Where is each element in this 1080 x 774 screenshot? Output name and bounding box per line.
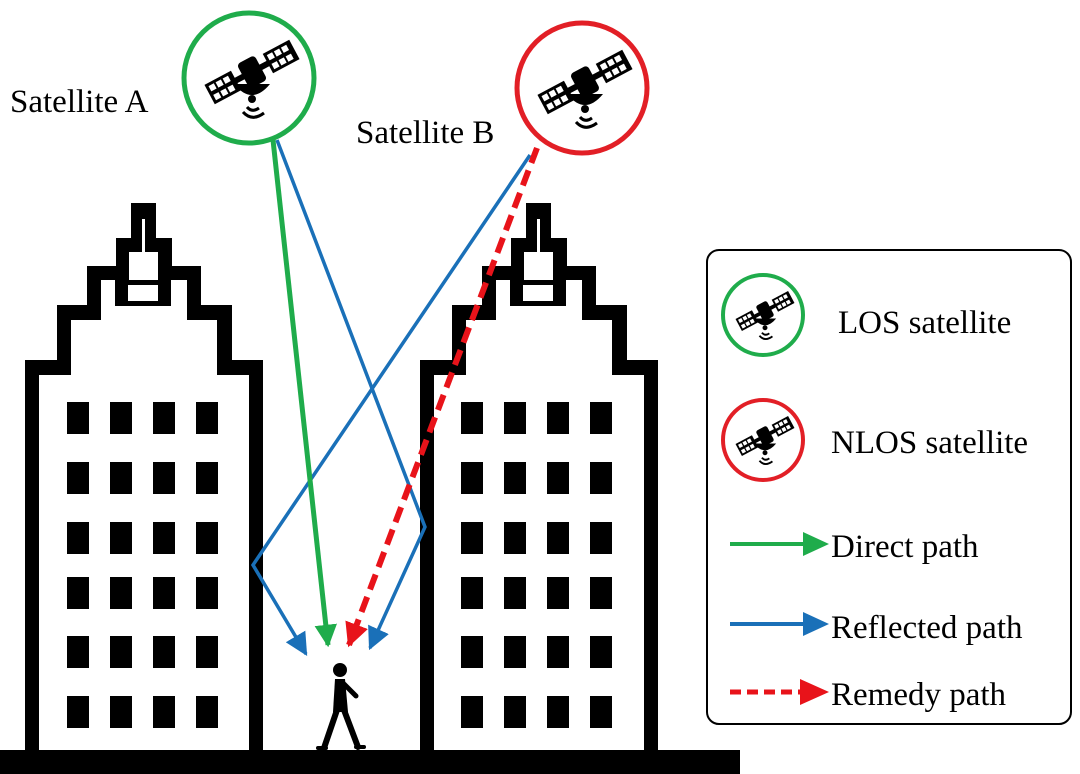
remedy-path-b <box>345 146 540 648</box>
satellite-b <box>514 20 650 156</box>
legend-reflected-label: Reflected path <box>831 610 1023 646</box>
legend-los-label: LOS satellite <box>838 305 1011 341</box>
legend-direct: Direct path <box>730 529 979 565</box>
legend-direct-label: Direct path <box>831 529 979 565</box>
satellite-a-label: Satellite A <box>10 84 149 120</box>
legend-remedy-label: Remedy path <box>831 677 1007 713</box>
ground <box>0 750 740 774</box>
legend-nlos: NLOS satellite <box>721 398 1028 482</box>
legend: LOS satellite NLOS satellite Direct path… <box>706 249 1072 725</box>
pedestrian-icon <box>316 663 366 751</box>
reflected-path-a <box>275 139 427 651</box>
reflected-path-b <box>250 154 532 656</box>
direct-path-a <box>270 139 337 648</box>
left-building <box>25 203 263 752</box>
satellite-a <box>181 10 317 146</box>
legend-los: LOS satellite <box>721 273 1011 357</box>
left-building-windows <box>67 402 218 728</box>
satellite-b-label: Satellite B <box>356 115 494 151</box>
legend-nlos-label: NLOS satellite <box>831 425 1028 461</box>
legend-remedy: Remedy path <box>730 677 1007 713</box>
right-building <box>420 203 658 752</box>
right-building-windows <box>461 402 612 728</box>
legend-reflected: Reflected path <box>730 610 1023 646</box>
